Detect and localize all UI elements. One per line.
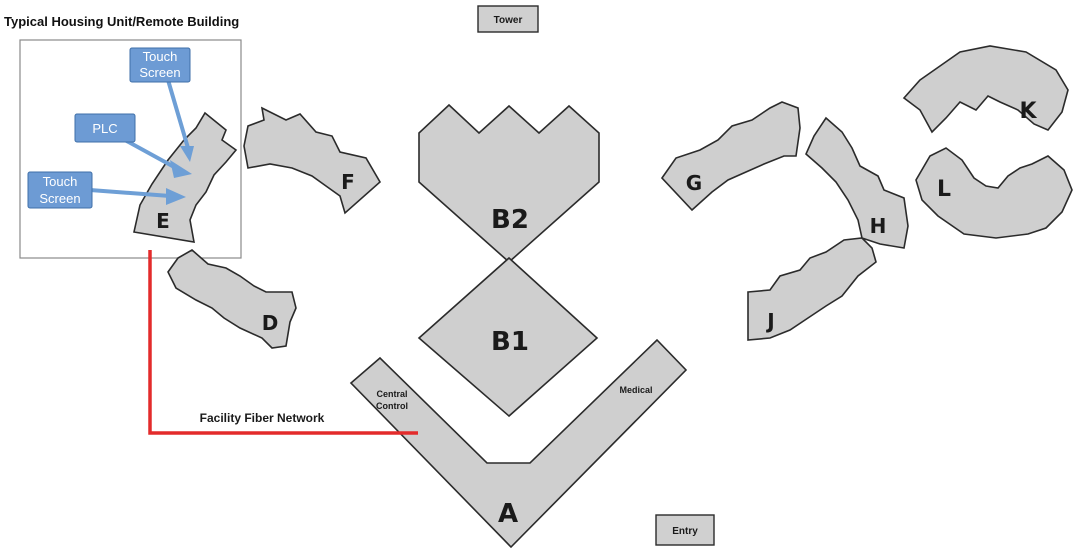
building-g-label: G bbox=[686, 171, 702, 195]
building-h-label: H bbox=[870, 214, 887, 238]
touch-screen-top-arrow bbox=[166, 78, 190, 150]
entry-label: Entry bbox=[672, 526, 698, 537]
building-f bbox=[243, 106, 382, 215]
building-k-label: K bbox=[1019, 99, 1037, 124]
building-b2 bbox=[418, 103, 600, 264]
touch-screen-bottom-arrow bbox=[88, 188, 172, 198]
building-j bbox=[747, 237, 877, 341]
building-e-label: E bbox=[156, 209, 170, 233]
building-j-label: J bbox=[765, 309, 774, 333]
plc-arrowhead bbox=[170, 160, 192, 178]
building-l-label: L bbox=[937, 177, 951, 202]
building-a bbox=[349, 338, 688, 549]
touch-screen-top-callout bbox=[129, 47, 191, 83]
touch-screen-bottom-line1: Touch bbox=[43, 174, 78, 189]
entry-box bbox=[655, 514, 715, 546]
touch-screen-bottom-callout bbox=[27, 171, 93, 209]
central-control-label-line1: Central bbox=[376, 389, 407, 399]
building-d-label: D bbox=[262, 311, 279, 335]
building-b1-label: B1 bbox=[491, 327, 529, 357]
building-e bbox=[133, 111, 238, 243]
building-f-label: F bbox=[341, 170, 355, 194]
building-b2-label: B2 bbox=[491, 205, 529, 235]
touch-screen-bottom-arrowhead bbox=[166, 188, 186, 205]
building-d bbox=[167, 249, 297, 349]
touch-screen-top-arrowhead bbox=[180, 146, 194, 162]
central-control-label-line2: Control bbox=[376, 401, 408, 411]
building-g bbox=[660, 101, 801, 212]
tower-box bbox=[477, 5, 539, 33]
fiber-network-line bbox=[148, 250, 418, 435]
fiber-network-label: Facility Fiber Network bbox=[200, 411, 325, 425]
typical-unit-inset-box bbox=[19, 39, 242, 259]
touch-screen-top-line1: Touch bbox=[143, 49, 178, 64]
plc-callout-text: PLC bbox=[92, 121, 117, 136]
touch-screen-bottom-line2: Screen bbox=[39, 191, 80, 206]
building-b1 bbox=[417, 256, 599, 418]
diagram-title: Typical Housing Unit/Remote Building bbox=[4, 14, 239, 29]
building-h bbox=[805, 116, 909, 249]
building-k bbox=[902, 45, 1069, 134]
tower-label: Tower bbox=[494, 15, 523, 26]
plc-callout bbox=[74, 113, 136, 143]
building-a-label: A bbox=[498, 499, 518, 529]
medical-label: Medical bbox=[619, 385, 652, 395]
touch-screen-top-line2: Screen bbox=[139, 65, 180, 80]
building-l bbox=[915, 147, 1073, 239]
